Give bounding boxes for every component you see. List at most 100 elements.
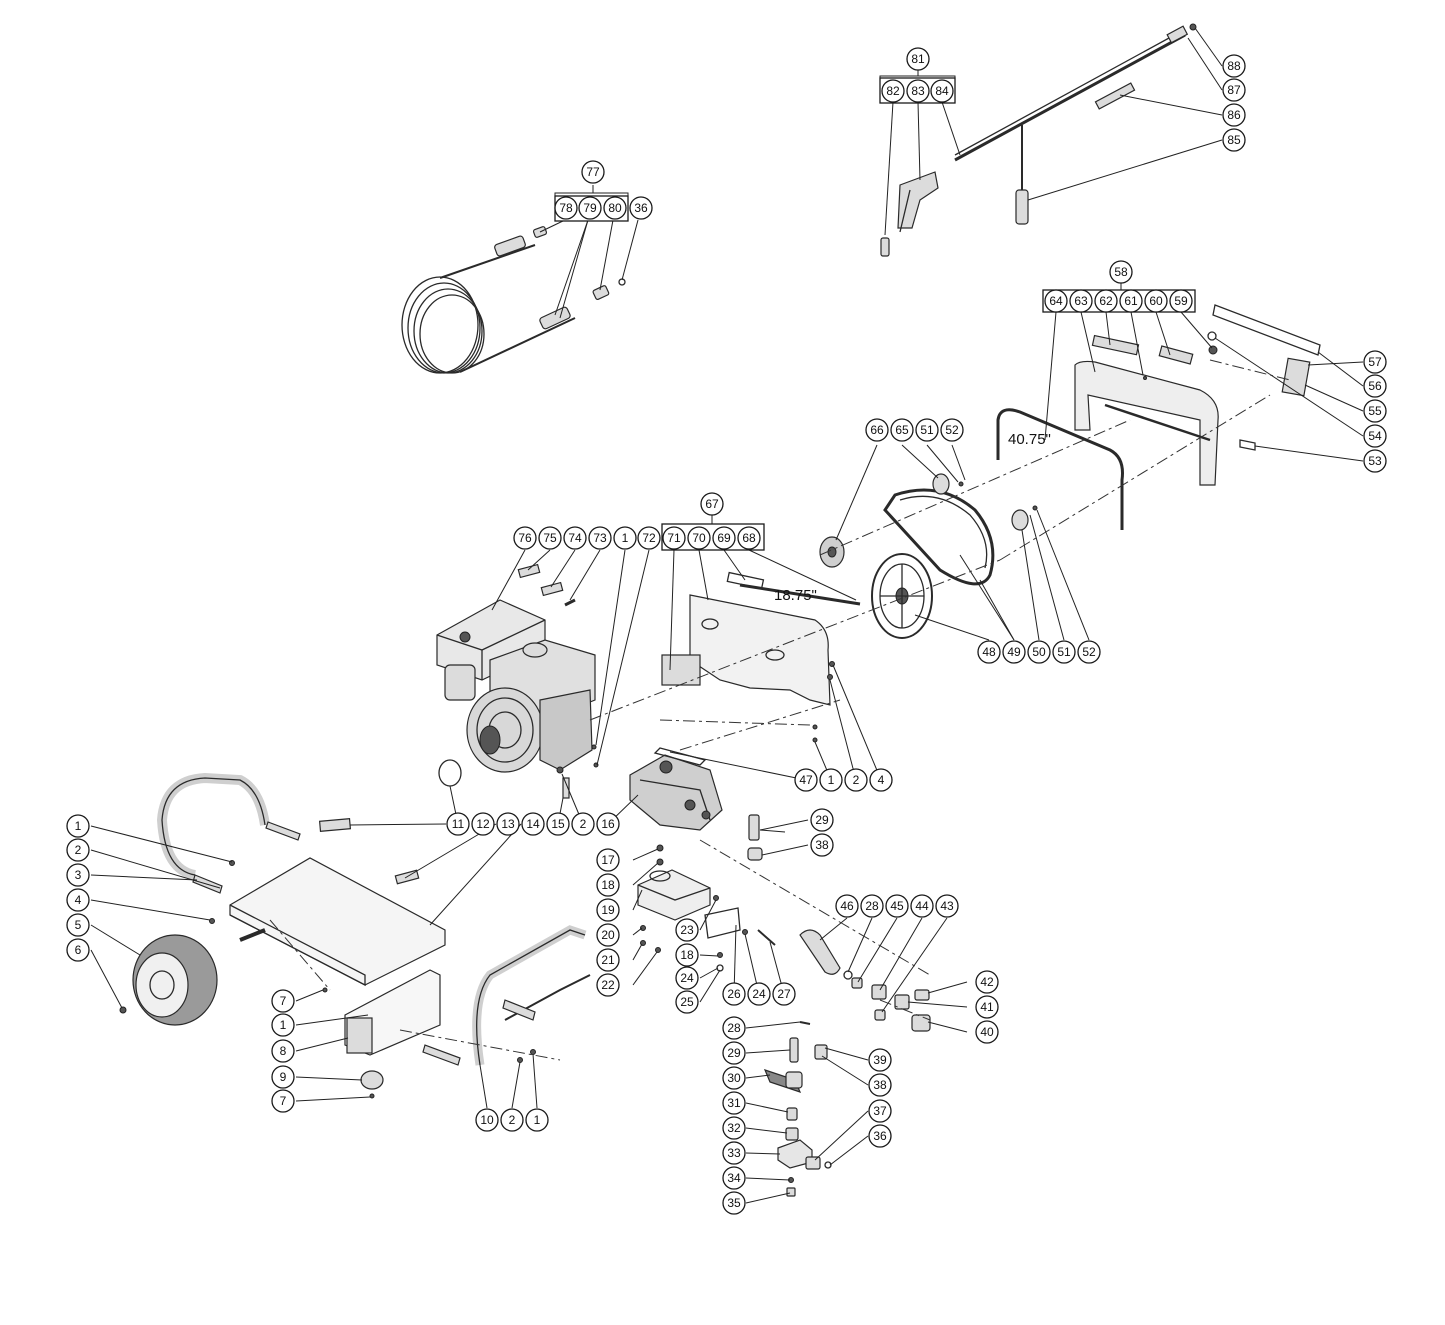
- svg-text:2: 2: [75, 843, 82, 857]
- callout-78: 78: [554, 196, 578, 220]
- assembly-center-lines: [269, 359, 1291, 1061]
- callout-4-plate: 4: [869, 768, 893, 792]
- svg-text:45: 45: [890, 899, 904, 913]
- svg-text:4: 4: [75, 893, 82, 907]
- spray-gun-kit-bracket: [879, 70, 956, 78]
- callout-75: 75: [538, 526, 562, 550]
- pump-leaders: [607, 794, 809, 856]
- svg-text:86: 86: [1227, 108, 1241, 122]
- callout-8: 8: [271, 1039, 295, 1063]
- svg-text:1: 1: [622, 531, 629, 545]
- svg-text:68: 68: [742, 531, 756, 545]
- svg-text:29: 29: [815, 813, 829, 827]
- svg-text:47: 47: [799, 773, 813, 787]
- callout-38-unloader: 38: [868, 1073, 892, 1097]
- svg-text:9: 9: [280, 1070, 287, 1084]
- callout-2-frame: 2: [66, 838, 90, 862]
- svg-text:7: 7: [280, 1094, 287, 1108]
- dimension-pulley-shaft: 18.75": [774, 587, 817, 604]
- callout-69: 69: [712, 526, 736, 550]
- callout-64: 64: [1044, 289, 1068, 313]
- callout-1-plate: 1: [819, 768, 843, 792]
- svg-text:46: 46: [840, 899, 854, 913]
- callout-58: 58: [1109, 260, 1133, 284]
- svg-text:4: 4: [878, 773, 885, 787]
- callout-1-base: 1: [271, 1013, 295, 1037]
- callout-82: 82: [881, 79, 905, 103]
- svg-text:42: 42: [980, 975, 994, 989]
- callout-67: 67: [700, 492, 724, 516]
- svg-text:1: 1: [75, 819, 82, 833]
- callout-47: 47: [794, 768, 818, 792]
- svg-text:48: 48: [982, 645, 996, 659]
- callout-71: 71: [662, 526, 686, 550]
- svg-text:1: 1: [280, 1018, 287, 1032]
- callout-84: 84: [930, 79, 954, 103]
- callout-23: 23: [675, 918, 699, 942]
- unloader-manifold: [763, 1021, 832, 1197]
- callout-56: 56: [1363, 374, 1387, 398]
- belt-guard-assembly: [661, 571, 861, 743]
- svg-text:88: 88: [1227, 59, 1241, 73]
- callout-44: 44: [910, 894, 934, 918]
- callout-38-pump: 38: [810, 833, 834, 857]
- svg-text:30: 30: [727, 1071, 741, 1085]
- svg-text:7: 7: [280, 994, 287, 1008]
- svg-text:33: 33: [727, 1146, 741, 1160]
- svg-text:58: 58: [1114, 265, 1128, 279]
- callout-66: 66: [865, 418, 889, 442]
- callout-7-bottom: 7: [271, 1089, 295, 1113]
- svg-text:37: 37: [873, 1104, 887, 1118]
- svg-text:67: 67: [705, 497, 719, 511]
- spray-gun-leaders: [884, 27, 1223, 236]
- callout-20: 20: [596, 923, 620, 947]
- svg-text:83: 83: [911, 84, 925, 98]
- callout-22: 22: [596, 973, 620, 997]
- svg-text:10: 10: [480, 1113, 494, 1127]
- callout-43: 43: [935, 894, 959, 918]
- svg-text:36: 36: [634, 201, 648, 215]
- callout-46: 46: [835, 894, 859, 918]
- callout-39: 39: [868, 1048, 892, 1072]
- callout-87: 87: [1222, 78, 1246, 102]
- callout-29-pump: 29: [810, 808, 834, 832]
- svg-text:1: 1: [534, 1113, 541, 1127]
- svg-text:11: 11: [452, 817, 465, 831]
- callout-2-handle: 2: [500, 1108, 524, 1132]
- svg-text:66: 66: [870, 423, 884, 437]
- svg-text:3: 3: [75, 868, 82, 882]
- svg-text:40: 40: [980, 1025, 994, 1039]
- callout-14: 14: [521, 812, 545, 836]
- callout-28-outlet: 28: [860, 894, 884, 918]
- callout-19: 19: [596, 898, 620, 922]
- callout-55: 55: [1363, 399, 1387, 423]
- callout-34: 34: [722, 1166, 746, 1190]
- callout-13: 13: [496, 812, 520, 836]
- callout-53: 53: [1363, 449, 1387, 473]
- svg-text:43: 43: [940, 899, 954, 913]
- svg-text:20: 20: [601, 928, 615, 942]
- svg-text:31: 31: [727, 1096, 741, 1110]
- pump: [629, 747, 763, 861]
- svg-text:62: 62: [1099, 294, 1113, 308]
- callout-76: 76: [513, 526, 537, 550]
- frame-leaders: [90, 823, 538, 1109]
- svg-text:84: 84: [935, 84, 949, 98]
- svg-text:22: 22: [601, 978, 615, 992]
- outlet-leaders: [819, 917, 968, 1033]
- svg-text:24: 24: [680, 971, 694, 985]
- callout-25: 25: [675, 990, 699, 1014]
- svg-text:34: 34: [727, 1171, 741, 1185]
- svg-text:63: 63: [1074, 294, 1088, 308]
- callout-59: 59: [1169, 289, 1193, 313]
- svg-text:61: 61: [1124, 294, 1138, 308]
- svg-text:50: 50: [1032, 645, 1046, 659]
- callout-65: 65: [890, 418, 914, 442]
- pulley-leaders: [835, 444, 1090, 641]
- guard-assembly: [996, 304, 1321, 530]
- callout-63: 63: [1069, 289, 1093, 313]
- svg-text:60: 60: [1149, 294, 1163, 308]
- callout-16: 16: [596, 812, 620, 836]
- callout-61: 61: [1119, 289, 1143, 313]
